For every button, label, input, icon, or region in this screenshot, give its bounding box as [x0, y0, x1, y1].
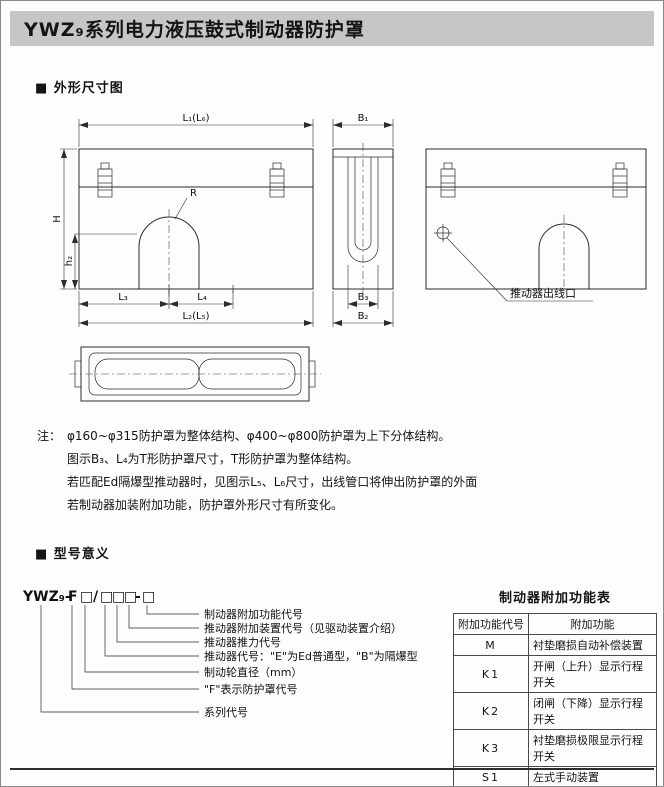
legend-item: 制动器附加功能代号 [204, 607, 303, 621]
model-code-part: □ [112, 589, 125, 605]
section-heading-dimensions: ■ 外形尺寸图 [35, 81, 124, 96]
model-code-part: - [135, 589, 141, 605]
model-code-part: YWZ₉- [22, 589, 71, 605]
table-header-row: 附加功能代号 附加功能 [453, 613, 657, 635]
dim-label-h2: h₂ [64, 256, 75, 266]
dim-label-r: R [190, 188, 197, 199]
plan-view [69, 346, 321, 402]
dim-label-b3: B₃ [358, 292, 369, 303]
function-table-block: 制动器附加功能表 附加功能代号 附加功能 M 衬垫磨损自动补偿装置 K1 开闸（… [453, 587, 657, 786]
clamp-detail [440, 162, 456, 198]
cell-code: K2 [453, 692, 529, 730]
cell-function: 开闸（上升）显示行程开关 [528, 655, 657, 693]
dim-label-b2: B₂ [358, 311, 369, 322]
outlet-label: 推动器出线口 [510, 286, 576, 300]
side-view: B₁ B₃ B₂ [332, 113, 394, 327]
note-text: φ160~φ315防护罩为整体结构、φ400~φ800防护罩为上下分体结构。 [67, 429, 451, 443]
note-line: 若制动器加装附加功能，防护罩外形尺寸有所变化。 [67, 498, 344, 512]
model-designation-diagram: YWZ₉- F □ / □ □ □ - □ 制动器附加功能代号 推动器附加装置代… [22, 589, 418, 719]
model-code-part: / [93, 589, 99, 605]
cell-function: 左式手动装置 [528, 766, 657, 786]
legend-item: 推动器代号："E"为Ed普通型，"B"为隔爆型 [204, 649, 418, 663]
model-code: YWZ₉- F □ / □ □ □ - □ [22, 589, 155, 605]
model-code-part: □ [124, 589, 137, 605]
function-table-title: 制动器附加功能表 [498, 591, 611, 606]
column-header-code: 附加功能代号 [453, 613, 529, 635]
legend-item: 推动器附加装置代号（见驱动装置介绍） [204, 621, 402, 635]
note-line: 注： φ160~φ315防护罩为整体结构、φ400~φ800防护罩为上下分体结构… [37, 425, 637, 448]
cell-code: M [453, 634, 529, 656]
model-legend-lines [40, 605, 199, 713]
dim-label-b1: B₁ [358, 113, 369, 124]
function-table: 附加功能代号 附加功能 M 衬垫磨损自动补偿装置 K1 开闸（上升）显示行程开关… [453, 613, 657, 786]
note-line: 若匹配Ed隔爆型推动器时，见图示L₅、L₆尺寸，出线管口将伸出防护罩的外面 [67, 475, 478, 489]
model-code-part: □ [80, 589, 93, 605]
clamp-detail [269, 162, 285, 198]
page-header: YWZ₉系列电力液压鼓式制动器防护罩 [10, 11, 654, 46]
dim-label-h: H [52, 215, 63, 223]
dimension-drawing: R L₁(L₆) H h₂ L₃ L₄ [52, 113, 647, 402]
cell-code: S1 [453, 766, 529, 786]
table-row: K3 衬垫磨损极限显示行程开关 [453, 729, 657, 767]
table-row: S1 左式手动装置 [453, 766, 657, 786]
notes-block: 注： φ160~φ315防护罩为整体结构、φ400~φ800防护罩为上下分体结构… [37, 425, 637, 517]
cell-function: 衬垫磨损极限显示行程开关 [528, 729, 657, 767]
cell-code: K3 [453, 729, 529, 767]
table-row: M 衬垫磨损自动补偿装置 [453, 634, 657, 656]
cell-function: 衬垫磨损自动补偿装置 [528, 634, 657, 656]
cell-function: 闭闸（下降）显示行程开关 [528, 692, 657, 730]
dim-label-l4: L₄ [197, 292, 207, 303]
legend-item: "F"表示防护罩代号 [204, 682, 297, 696]
note-line: 图示B₃、L₄为T形防护罩尺寸，T形防护罩为整体结构。 [67, 452, 359, 466]
note-prefix: 注： [37, 429, 62, 443]
dim-label-l1: L₁(L₆) [183, 113, 210, 124]
dim-label-l3: L₃ [118, 292, 128, 303]
table-row: K2 闭闸（下降）显示行程开关 [453, 692, 657, 730]
legend-item: 系列代号 [204, 705, 248, 719]
clamp-detail [612, 162, 628, 198]
table-row: K1 开闸（上升）显示行程开关 [453, 655, 657, 693]
front-view: R L₁(L₆) H h₂ L₃ L₄ [52, 113, 314, 327]
model-code-part: □ [142, 589, 155, 605]
legend-item: 推动器推力代号 [204, 635, 281, 649]
model-code-part: F [68, 589, 78, 605]
page-title: YWZ₉系列电力液压鼓式制动器防护罩 [24, 19, 365, 41]
bottom-rule [10, 768, 654, 770]
right-view: 推动器出线口 [425, 148, 647, 302]
section-heading-model: ■ 型号意义 [35, 547, 110, 562]
cell-code: K1 [453, 655, 529, 693]
legend-item: 制动轮直径（mm） [204, 665, 302, 679]
model-code-part: □ [100, 589, 113, 605]
column-header-function: 附加功能 [528, 613, 657, 635]
model-legend: 制动器附加功能代号 推动器附加装置代号（见驱动装置介绍） 推动器推力代号 推动器… [204, 607, 418, 719]
dim-label-l2: L₂(L₅) [183, 311, 210, 322]
clamp-detail [97, 162, 113, 198]
outlet-mark [434, 224, 452, 242]
